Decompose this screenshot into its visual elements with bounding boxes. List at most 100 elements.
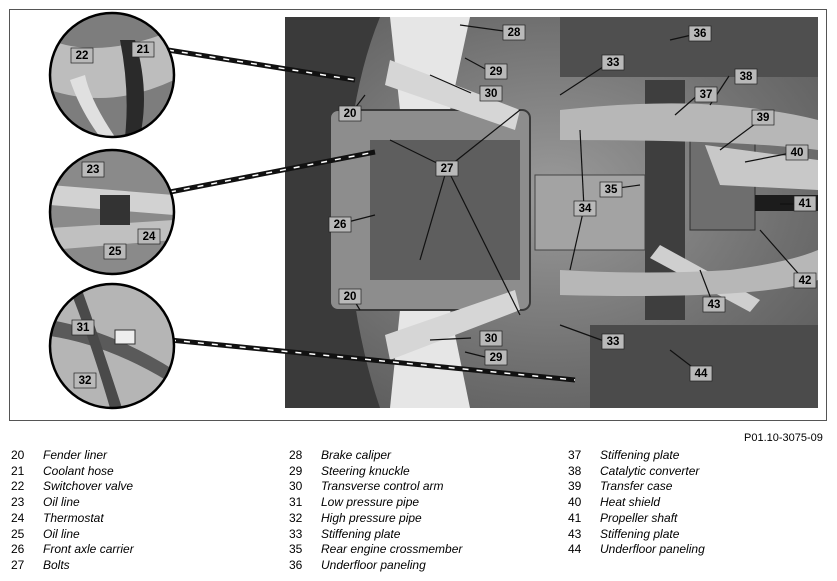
callout-20-bottom: 20	[338, 288, 362, 305]
svg-text:43: 43	[708, 299, 721, 311]
legend-item: 30 Transverse control arm	[289, 479, 462, 495]
callout-24: 24	[137, 228, 161, 245]
svg-text:30: 30	[485, 333, 498, 345]
callout-28: 28	[502, 24, 526, 41]
callout-30-top: 30	[479, 85, 503, 102]
svg-text:33: 33	[607, 57, 620, 69]
legend-number: 20	[11, 448, 25, 462]
legend-label: Propeller shaft	[600, 510, 678, 525]
legend-label: Stiffening plate	[600, 448, 680, 462]
detail-leader-lines	[167, 47, 576, 383]
callout-30-bottom: 30	[479, 330, 503, 347]
svg-text:23: 23	[87, 164, 100, 176]
svg-text:40: 40	[791, 147, 804, 159]
legend-number: 41	[568, 510, 582, 525]
callout-20-top: 20	[338, 105, 362, 122]
legend-number: 31	[289, 495, 303, 510]
figure-reference-code: P01.10-3075-09	[744, 432, 823, 444]
svg-text:42: 42	[799, 275, 812, 287]
legend-number: 29	[289, 463, 303, 478]
legend-label: Thermostat	[43, 510, 104, 525]
underbody-drawing: 20 20 21 22 23 24 25 26 27 28 29 29 30 3…	[48, 11, 818, 410]
legend-label: Catalytic converter	[600, 463, 700, 478]
callout-22: 22	[70, 47, 94, 64]
legend-number: 21	[11, 463, 25, 478]
legend-label: Bolts	[43, 557, 70, 572]
svg-text:29: 29	[490, 352, 503, 364]
legend-number: 27	[11, 557, 25, 572]
svg-text:24: 24	[143, 231, 156, 243]
legend-label: Transfer case	[600, 479, 673, 494]
legend-label: Transverse control arm	[321, 479, 444, 494]
legend-item: 21 Coolant hose	[11, 464, 134, 480]
svg-text:21: 21	[137, 44, 150, 56]
underbody-illustration: 20 20 21 22 23 24 25 26 27 28 29 29 30 3…	[9, 9, 827, 421]
legend-item: 37 Stiffening plate	[568, 448, 705, 464]
callout-27: 27	[435, 160, 459, 177]
legend-number: 30	[289, 479, 303, 494]
svg-text:25: 25	[109, 246, 122, 258]
svg-text:37: 37	[700, 89, 713, 101]
legend-label: Switchover valve	[43, 479, 134, 494]
callout-26: 26	[328, 216, 352, 233]
callout-37: 37	[694, 86, 718, 103]
svg-text:20: 20	[344, 108, 357, 120]
legend-item: 28 Brake caliper	[289, 448, 462, 464]
detail-circle-thermostat	[48, 148, 176, 276]
svg-text:31: 31	[77, 322, 90, 334]
callout-41: 41	[793, 195, 817, 212]
legend-number: 38	[568, 463, 582, 478]
callout-42: 42	[793, 272, 817, 289]
legend-label: Stiffening plate	[321, 526, 401, 541]
callout-29-bottom: 29	[484, 349, 508, 366]
callout-38: 38	[734, 68, 758, 85]
svg-text:33: 33	[607, 336, 620, 348]
callout-44: 44	[689, 365, 713, 382]
svg-text:39: 39	[757, 112, 770, 124]
legend-number: 37	[568, 448, 582, 462]
figure-frame	[9, 9, 827, 421]
callout-23: 23	[81, 161, 105, 178]
legend-label: Oil line	[43, 526, 80, 541]
legend-label: Brake caliper	[321, 448, 392, 462]
svg-text:20: 20	[344, 291, 357, 303]
svg-text:44: 44	[695, 368, 708, 380]
svg-text:28: 28	[508, 27, 521, 39]
legend-label: Fender liner	[43, 448, 108, 462]
callout-36: 36	[688, 25, 712, 42]
callout-21: 21	[131, 41, 155, 58]
svg-text:38: 38	[740, 71, 753, 83]
svg-text:34: 34	[579, 203, 592, 215]
legend-number: 24	[11, 510, 25, 525]
callout-29-top: 29	[484, 63, 508, 80]
callout-39: 39	[751, 109, 775, 126]
legend-number: 35	[289, 542, 303, 557]
legend-number: 44	[568, 542, 582, 557]
legend-number: 28	[289, 448, 303, 462]
legend-number: 39	[568, 479, 582, 494]
legend-number: 43	[568, 526, 582, 541]
svg-text:22: 22	[76, 50, 89, 62]
legend-label: Coolant hose	[43, 463, 114, 478]
legend-number: 25	[11, 526, 25, 541]
callout-43: 43	[702, 296, 726, 313]
callout-34: 34	[573, 200, 597, 217]
svg-text:32: 32	[79, 375, 92, 387]
svg-text:36: 36	[694, 28, 707, 40]
legend-label: Underfloor paneling	[321, 557, 426, 572]
legend-label: Oil line	[43, 495, 80, 510]
underbody-photo	[285, 17, 818, 408]
callout-40: 40	[785, 144, 809, 161]
